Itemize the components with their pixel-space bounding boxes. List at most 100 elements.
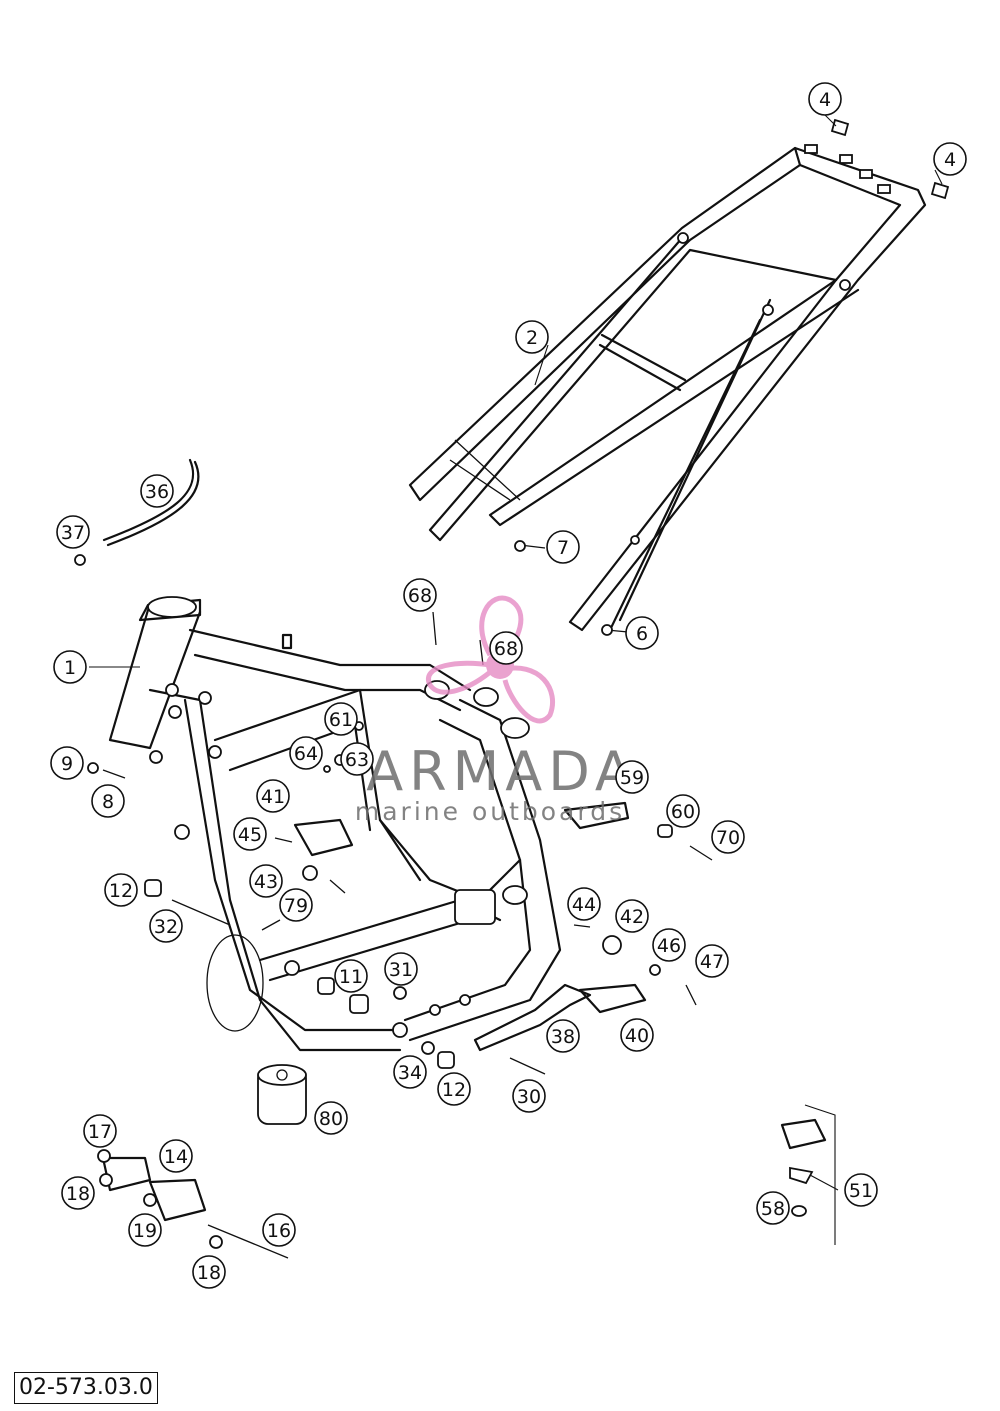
callout-16: 16: [262, 1213, 296, 1247]
callout-circle: [620, 1018, 654, 1052]
callout-label: 32: [154, 916, 178, 938]
callout-circle: [140, 474, 174, 508]
callout-68: 68: [403, 578, 437, 612]
callout-circle: [262, 1213, 296, 1247]
callout-circle: [666, 794, 700, 828]
callout-17: 17: [83, 1114, 117, 1148]
callout-label: 41: [261, 786, 285, 808]
drawing-number: 02-573.03.0: [14, 1372, 158, 1404]
callout-63: 63: [340, 742, 374, 776]
callout-34: 34: [393, 1055, 427, 1089]
callout-circle: [149, 909, 183, 943]
callout-circle: [128, 1213, 162, 1247]
callout-14: 14: [159, 1139, 193, 1173]
callout-4: 4: [933, 142, 967, 176]
callout-19: 19: [128, 1213, 162, 1247]
callout-circle: [159, 1139, 193, 1173]
callout-46: 46: [652, 928, 686, 962]
callout-circle: [53, 650, 87, 684]
callout-40: 40: [620, 1018, 654, 1052]
callout-31: 31: [384, 952, 418, 986]
callout-label: 46: [657, 935, 681, 957]
callout-9: 9: [50, 746, 84, 780]
callout-circle: [192, 1255, 226, 1289]
part-callouts: 1244678911121214161718181930313234363738…: [50, 82, 967, 1289]
callout-circle: [384, 952, 418, 986]
callout-label: 16: [267, 1220, 291, 1242]
callout-41: 41: [256, 779, 290, 813]
rear-subframe: [408, 144, 927, 632]
callout-label: 60: [671, 801, 695, 823]
watermark-tagline: marine outboards: [355, 797, 625, 826]
callout-44: 44: [567, 887, 601, 921]
callout-label: 42: [620, 906, 644, 928]
callout-label: 36: [145, 481, 169, 503]
callout-60: 60: [666, 794, 700, 828]
callout-circle: [314, 1101, 348, 1135]
callout-label: 2: [526, 327, 538, 349]
callout-label: 11: [339, 966, 363, 988]
callout-circle: [50, 746, 84, 780]
callout-circle: [567, 887, 601, 921]
callout-label: 37: [61, 522, 85, 544]
watermark: ARMADA marine outboards: [355, 595, 638, 826]
callout-label: 59: [620, 767, 644, 789]
callout-circle: [83, 1114, 117, 1148]
callout-label: 80: [319, 1108, 343, 1130]
callout-label: 6: [636, 623, 648, 645]
callout-circle: [249, 864, 283, 898]
callout-circle: [512, 1079, 546, 1113]
callout-label: 4: [944, 149, 956, 171]
callout-51: 51: [844, 1173, 878, 1207]
callout-circle: [711, 820, 745, 854]
callout-label: 68: [494, 638, 518, 660]
callout-80: 80: [314, 1101, 348, 1135]
callout-18: 18: [192, 1255, 226, 1289]
callout-circle: [289, 736, 323, 770]
callout-circle: [615, 899, 649, 933]
callout-label: 79: [284, 895, 308, 917]
callout-circle: [933, 142, 967, 176]
callout-79: 79: [279, 888, 313, 922]
small-parts: [74, 118, 950, 1259]
callout-label: 1: [64, 657, 76, 679]
callout-label: 17: [88, 1121, 112, 1143]
callout-circle: [334, 959, 368, 993]
callout-68: 68: [489, 631, 523, 665]
callout-label: 4: [819, 89, 831, 111]
callout-label: 58: [761, 1198, 785, 1220]
callout-circle: [279, 888, 313, 922]
leader-lines: [89, 114, 943, 1191]
callout-circle: [91, 784, 125, 818]
callout-12: 12: [104, 873, 138, 907]
callout-label: 51: [849, 1180, 873, 1202]
callout-4: 4: [808, 82, 842, 116]
callout-61: 61: [324, 702, 358, 736]
callout-label: 12: [442, 1079, 466, 1101]
callout-label: 7: [557, 537, 569, 559]
callout-label: 9: [61, 753, 73, 775]
callout-label: 30: [517, 1086, 541, 1108]
callout-70: 70: [711, 820, 745, 854]
callout-42: 42: [615, 899, 649, 933]
callout-label: 63: [345, 749, 369, 771]
callout-64: 64: [289, 736, 323, 770]
callout-38: 38: [546, 1019, 580, 1053]
callout-label: 12: [109, 880, 133, 902]
callout-circle: [437, 1072, 471, 1106]
callout-circle: [61, 1176, 95, 1210]
callout-11: 11: [334, 959, 368, 993]
callout-label: 40: [625, 1025, 649, 1047]
callout-6: 6: [625, 616, 659, 650]
callout-circle: [808, 82, 842, 116]
watermark-brand: ARMADA: [366, 740, 638, 803]
callout-label: 31: [389, 959, 413, 981]
callout-label: 43: [254, 871, 278, 893]
callout-label: 18: [197, 1262, 221, 1284]
callout-label: 47: [700, 951, 724, 973]
callout-37: 37: [56, 515, 90, 549]
callout-label: 61: [329, 709, 353, 731]
callout-47: 47: [695, 944, 729, 978]
callout-circle: [652, 928, 686, 962]
callout-32: 32: [149, 909, 183, 943]
